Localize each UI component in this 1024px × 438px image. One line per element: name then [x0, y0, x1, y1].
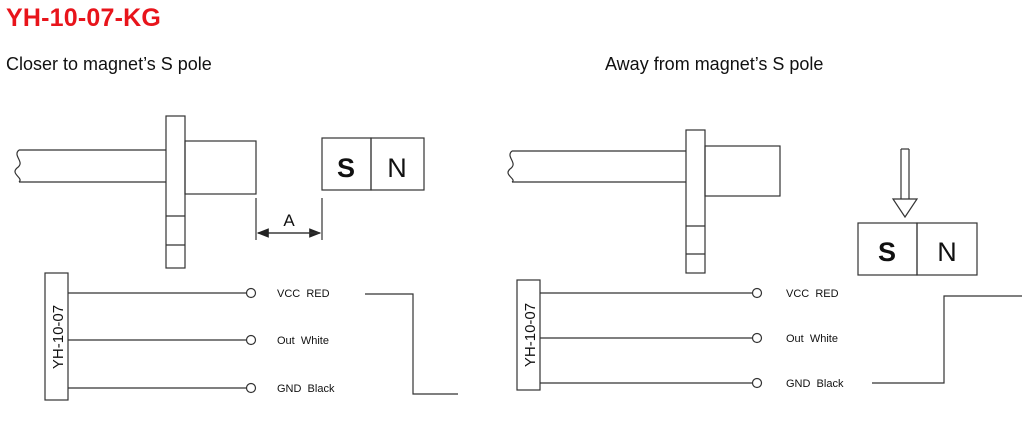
page-title: YH-10-07-KG	[6, 4, 162, 32]
left-vcc-terminal	[245, 287, 257, 299]
right-output-waveform	[872, 295, 1022, 384]
left-magnet-south-label: S	[337, 153, 355, 183]
right-out-label: Out White	[786, 333, 838, 345]
right-gnd-terminal	[751, 377, 763, 389]
left-magnet: S N	[321, 137, 425, 191]
right-caption: Away from magnet’s S pole	[605, 54, 824, 74]
right-wiring: YH-10-07 VCC RED Out White GND Black	[516, 279, 1022, 391]
right-out-terminal	[751, 332, 763, 344]
left-vcc-label: VCC RED	[277, 288, 330, 300]
right-down-arrow	[891, 148, 919, 219]
left-sensor-body	[14, 115, 257, 269]
left-out-label: Out White	[277, 335, 329, 347]
right-magnet: S N	[857, 222, 978, 276]
right-gnd-label: GND Black	[786, 378, 844, 390]
right-vcc-label: VCC RED	[786, 288, 839, 300]
distance-dimension: A	[255, 198, 323, 240]
right-vcc-terminal	[751, 287, 763, 299]
left-gnd-terminal	[245, 382, 257, 394]
left-caption: Closer to magnet’s S pole	[6, 54, 212, 74]
left-wiring: YH-10-07 VCC RED Out White GND Black	[44, 272, 458, 401]
right-magnet-north-label: N	[937, 237, 957, 267]
left-gnd-label: GND Black	[277, 383, 335, 395]
left-out-terminal	[245, 334, 257, 346]
right-sensor-body	[507, 129, 781, 274]
left-output-waveform	[365, 293, 458, 395]
left-diagram: S N A YH-10-07 VCC RED Out White GND Bla…	[14, 115, 458, 401]
right-sensor-label: YH-10-07	[522, 303, 539, 367]
left-sensor-label: YH-10-07	[50, 305, 67, 369]
right-diagram: S N YH-10-07 VCC RED Out White GND Black	[507, 129, 1022, 391]
distance-label: A	[283, 211, 295, 230]
right-magnet-south-label: S	[878, 237, 896, 267]
left-magnet-north-label: N	[387, 153, 407, 183]
